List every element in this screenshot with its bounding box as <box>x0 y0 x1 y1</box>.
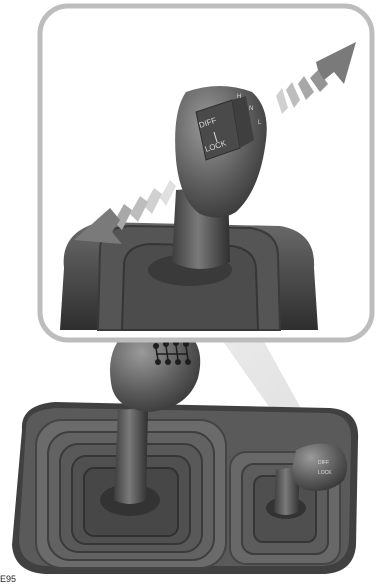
knob-range-h: H <box>237 94 241 100</box>
small-lock-label: LOCK <box>318 470 332 476</box>
inset-callout: DIFF LOCK H N L <box>40 6 372 340</box>
knob-range-n: N <box>249 106 253 112</box>
small-diff-label: DIFF <box>318 460 329 466</box>
figure-reference: E95 <box>0 574 16 584</box>
